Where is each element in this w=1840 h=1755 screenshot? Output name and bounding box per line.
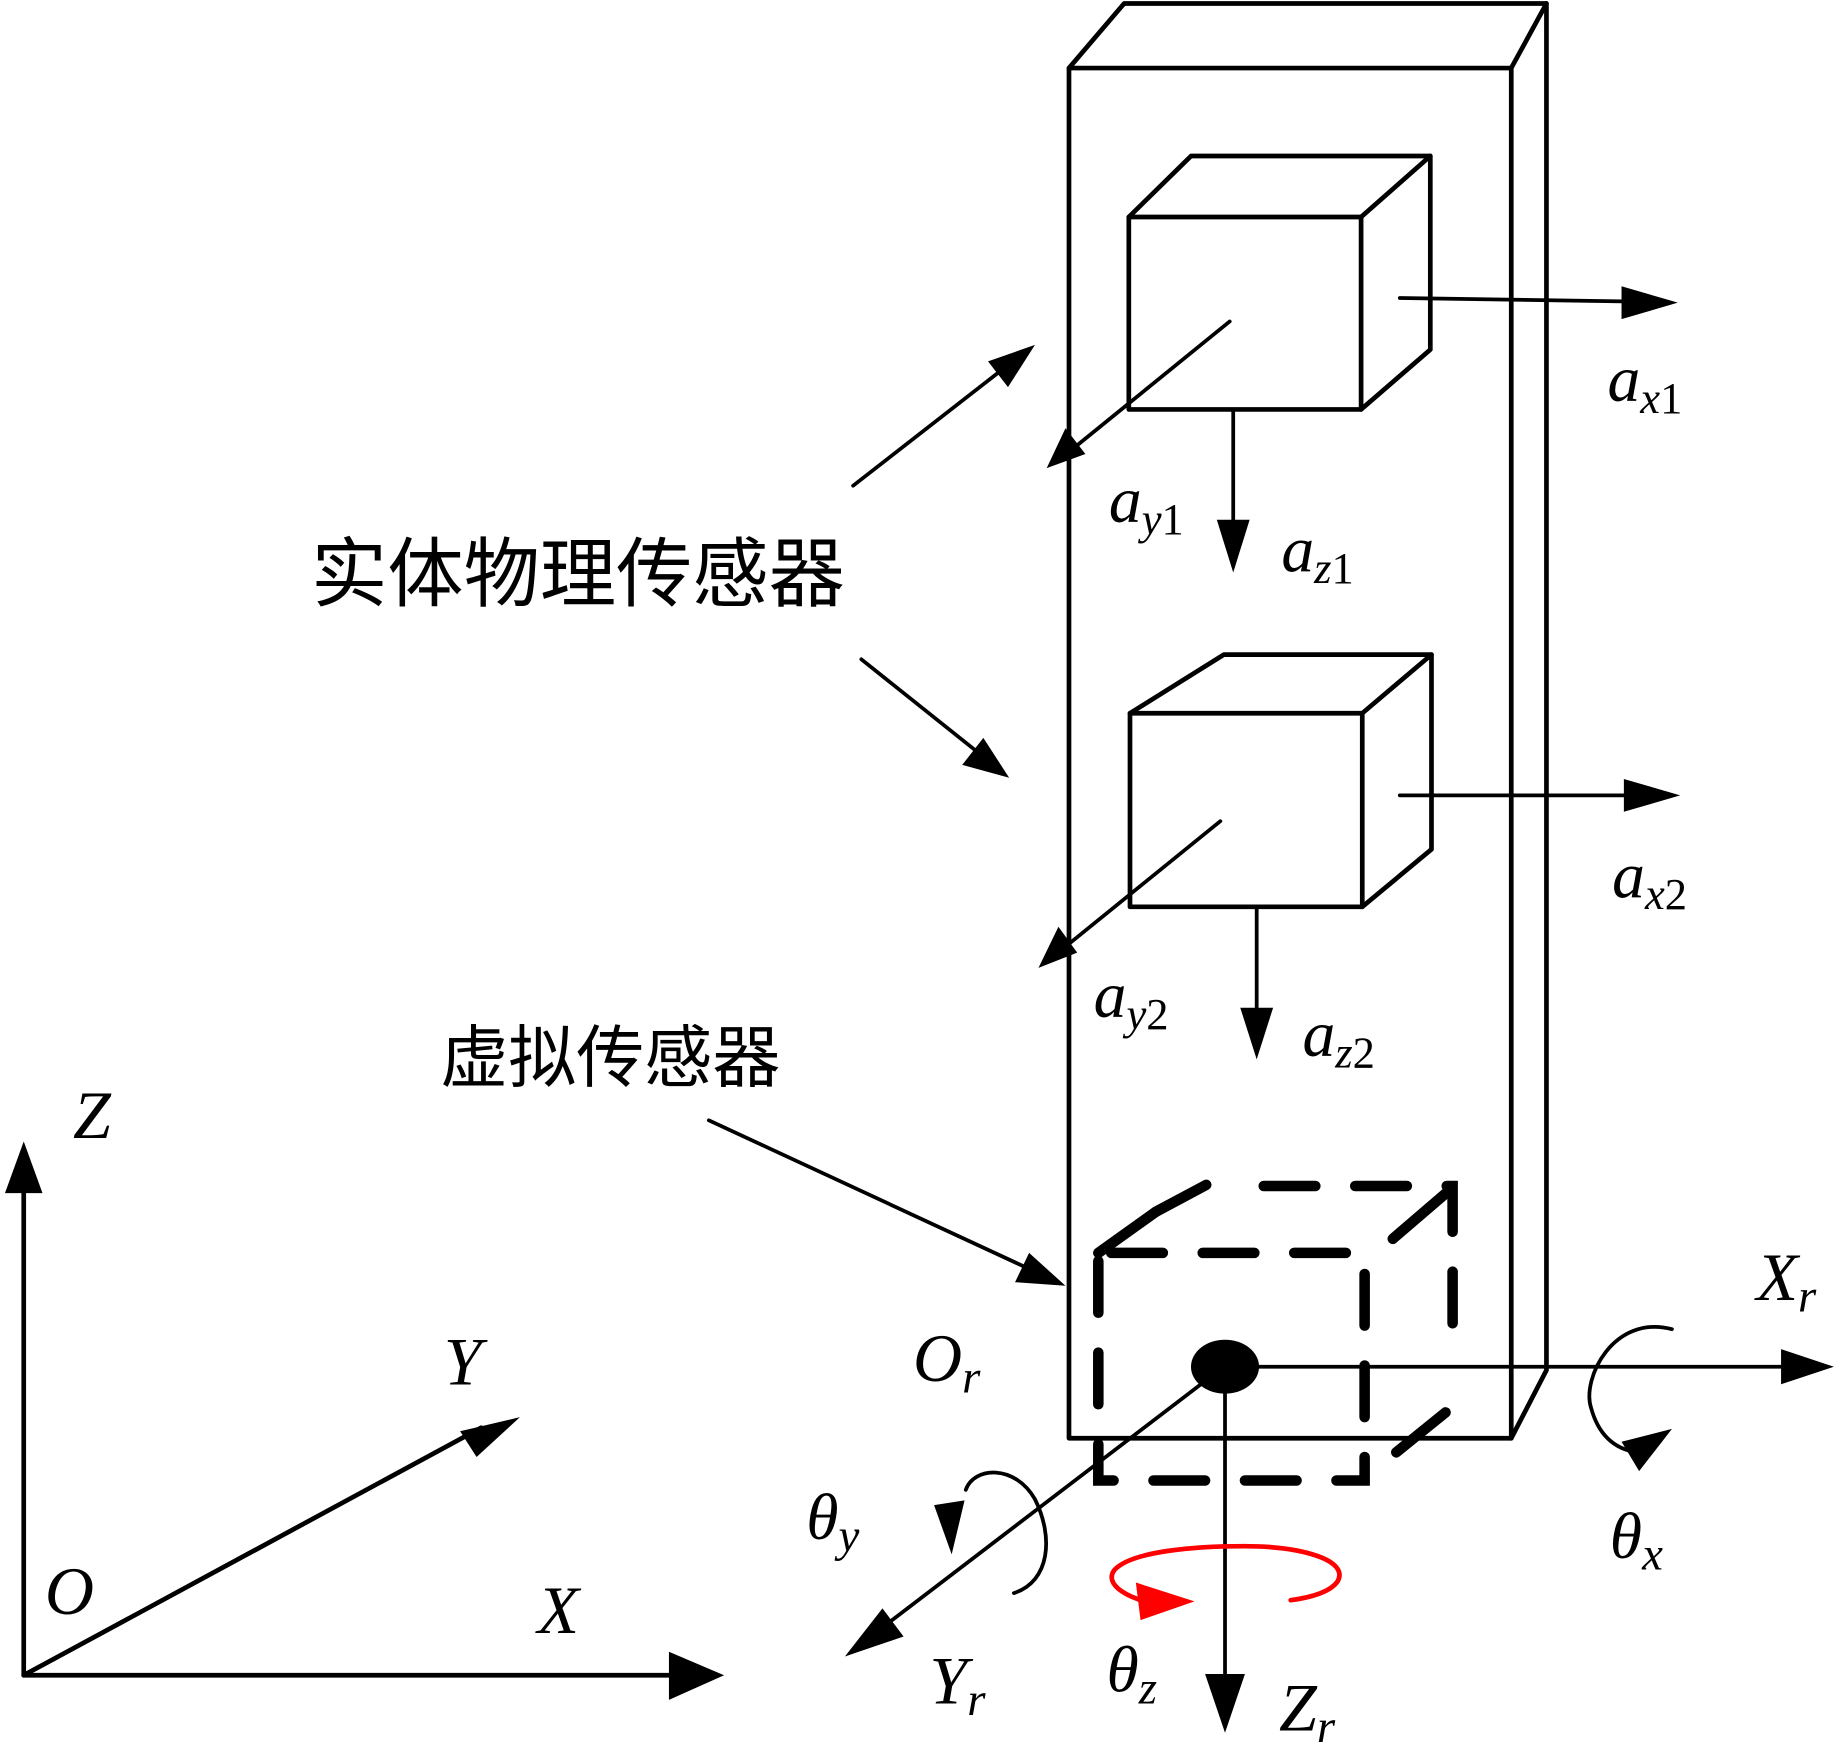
pointer-to-sensor2	[859, 657, 986, 759]
pointer-to-sensor2-head	[962, 737, 1010, 778]
z-axis-head	[4, 1141, 43, 1194]
x-axis-head	[668, 1651, 725, 1700]
z-axis-label: Z	[73, 1077, 112, 1153]
ax1-label: ax1	[1607, 343, 1682, 423]
label-pointers	[706, 344, 1066, 1286]
physical-sensors-label: 实体物理传感器	[311, 530, 845, 619]
cube1-top	[1126, 153, 1433, 220]
ay2-arrow-shaft	[1063, 819, 1223, 949]
az2-arrow-head	[1240, 1007, 1274, 1060]
physical-sensor-2	[1038, 652, 1681, 1060]
theta-x-rotation-head	[1621, 1428, 1672, 1472]
y-axis-shaft	[21, 1425, 484, 1678]
pointer-to-virtual-sensor-head	[1015, 1252, 1066, 1286]
theta-z-rotation-head	[1135, 1582, 1195, 1621]
virtual-cube-edge	[1093, 1206, 1162, 1259]
x-axis-label: X	[535, 1572, 582, 1648]
zr-axis-head	[1205, 1674, 1245, 1733]
mounting-block	[1066, 1, 1549, 1441]
ay2-arrow-head	[1038, 926, 1078, 968]
ax2-label: ax2	[1612, 839, 1687, 919]
az2-label: az2	[1302, 998, 1374, 1078]
cube1-front	[1126, 214, 1364, 412]
pointer-to-sensor1	[851, 364, 1009, 488]
theta-y-label: θy	[806, 1481, 859, 1562]
cube2-top	[1127, 652, 1434, 716]
origin-label: O	[45, 1553, 94, 1629]
block-top-face	[1066, 1, 1549, 71]
physical-sensor-1	[1046, 153, 1678, 573]
ax1-arrow-head	[1621, 286, 1678, 320]
ay1-arrow-head	[1046, 428, 1086, 469]
az1-arrow-head	[1216, 519, 1250, 573]
theta-y-rotation-arc	[963, 1470, 1048, 1595]
virtual-cube-bottom-right-edge	[1391, 1407, 1451, 1458]
ax2-arrow-head	[1623, 778, 1681, 812]
virtual-cube-top-right-edge	[1387, 1184, 1456, 1245]
theta-y-rotation-head	[934, 1500, 965, 1555]
theta-z-label: θz	[1107, 1634, 1158, 1715]
xr-axis-head	[1781, 1349, 1834, 1385]
ay1-label: ay1	[1109, 464, 1184, 544]
cube2-side	[1359, 652, 1434, 910]
cube1-side	[1358, 153, 1433, 412]
xr-axis-label: Xr	[1753, 1239, 1817, 1323]
yr-axis-label: Yr	[929, 1642, 986, 1726]
theta-x-rotation-arc	[1587, 1325, 1674, 1455]
virtual-sensor-label: 虚拟传感器	[440, 1020, 780, 1099]
yr-axis-shaft	[884, 1376, 1211, 1627]
theta-z-rotation-arc	[1109, 1543, 1342, 1609]
local-axes	[844, 1325, 1834, 1733]
virtual-cube-front	[1093, 1247, 1370, 1486]
virtual-cube-top-left-edge	[1150, 1179, 1212, 1218]
pointer-to-virtual-sensor	[706, 1118, 1035, 1273]
block-side-face	[1508, 1, 1549, 1441]
ax1-arrow-shaft	[1397, 296, 1633, 304]
global-axes	[4, 1141, 725, 1700]
y-axis-label: Y	[444, 1323, 488, 1399]
theta-x-label: θx	[1610, 1500, 1663, 1581]
cube2-front	[1127, 710, 1365, 910]
yr-axis-head	[844, 1608, 904, 1657]
pointer-to-sensor1-head	[988, 344, 1035, 388]
block-front-face	[1066, 65, 1514, 1441]
ay1-arrow-shaft	[1071, 319, 1232, 451]
local-origin-label: Or	[913, 1320, 981, 1404]
ay2-label: ay2	[1094, 959, 1169, 1039]
zr-axis-label: Zr	[1279, 1669, 1336, 1753]
y-axis-head	[460, 1417, 520, 1458]
az1-label: az1	[1281, 513, 1353, 593]
